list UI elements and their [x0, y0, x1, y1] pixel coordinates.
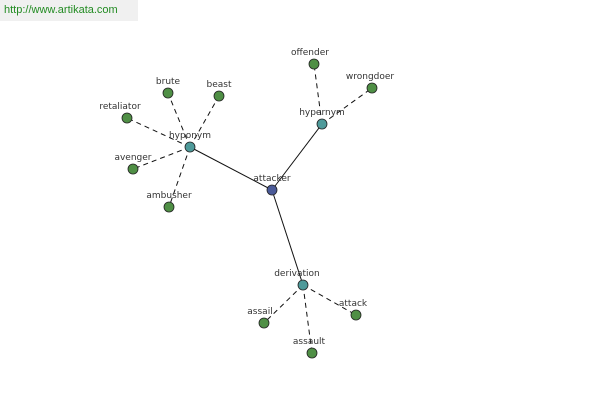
node-wrongdoer[interactable]: wrongdoer: [346, 72, 395, 94]
graph-edges: [126, 63, 373, 354]
node-marker-assault[interactable]: [306, 347, 318, 359]
node-marker-retaliator[interactable]: [121, 112, 133, 124]
edge-hyponym-retaliator: [126, 117, 191, 148]
edge-attacker-hyponym: [189, 146, 273, 191]
node-label-assail: assail: [247, 307, 272, 317]
edge-hyponym-ambusher: [168, 146, 191, 208]
node-label-assault: assault: [293, 337, 326, 347]
node-retaliator[interactable]: retaliator: [99, 102, 141, 124]
node-assail[interactable]: assail: [247, 307, 273, 329]
node-attack[interactable]: attack: [339, 299, 368, 321]
node-marker-wrongdoer[interactable]: [366, 82, 378, 94]
node-marker-attack[interactable]: [350, 309, 362, 321]
node-label-hyponym: hyponym: [169, 131, 211, 141]
node-derivation[interactable]: derivation: [274, 269, 320, 291]
edge-derivation-assail: [263, 284, 304, 324]
node-marker-ambusher[interactable]: [163, 201, 175, 213]
graph-nodes: attacker hyponym hypernym derivation brute be…: [99, 48, 395, 359]
node-label-offender: offender: [291, 48, 329, 58]
node-marker-hypernym[interactable]: [316, 118, 328, 130]
edge-attacker-derivation: [271, 189, 304, 286]
node-marker-brute[interactable]: [162, 87, 174, 99]
node-label-hypernym: hypernym: [299, 108, 345, 118]
edge-hyponym-brute: [167, 92, 191, 148]
url-banner: http://www.artikata.com: [0, 0, 138, 21]
node-marker-offender[interactable]: [308, 58, 320, 70]
node-marker-attacker[interactable]: [266, 184, 278, 196]
node-brute[interactable]: brute: [156, 77, 181, 99]
edge-hyponym-beast: [189, 95, 220, 148]
node-beast[interactable]: beast: [207, 80, 232, 102]
node-hyponym[interactable]: hyponym: [169, 131, 211, 153]
node-offender[interactable]: offender: [291, 48, 329, 70]
node-label-attack: attack: [339, 299, 368, 309]
edge-derivation-attack: [302, 284, 357, 316]
node-assault[interactable]: assault: [293, 337, 326, 359]
node-marker-derivation[interactable]: [297, 279, 309, 291]
site-url-link[interactable]: http://www.artikata.com: [4, 4, 118, 16]
node-avenger[interactable]: avenger: [114, 153, 152, 175]
node-hypernym[interactable]: hypernym: [299, 108, 345, 130]
node-marker-hyponym[interactable]: [184, 141, 196, 153]
node-label-brute: brute: [156, 77, 181, 87]
edge-hyponym-avenger: [132, 146, 191, 170]
edge-hypernym-wrongdoer: [321, 87, 373, 125]
node-label-derivation: derivation: [274, 269, 320, 279]
node-label-retaliator: retaliator: [99, 102, 141, 112]
node-label-wrongdoer: wrongdoer: [346, 72, 395, 82]
node-attacker[interactable]: attacker: [253, 174, 291, 196]
edge-attacker-hypernym: [271, 123, 323, 191]
node-label-avenger: avenger: [114, 153, 151, 163]
edge-derivation-assault: [302, 284, 313, 354]
node-label-ambusher: ambusher: [146, 191, 192, 201]
edge-hypernym-offender: [313, 63, 323, 125]
node-label-attacker: attacker: [253, 174, 290, 184]
node-marker-assail[interactable]: [258, 317, 270, 329]
node-ambusher[interactable]: ambusher: [146, 191, 192, 213]
node-label-beast: beast: [207, 80, 232, 90]
node-marker-beast[interactable]: [213, 90, 225, 102]
node-marker-avenger[interactable]: [127, 163, 139, 175]
